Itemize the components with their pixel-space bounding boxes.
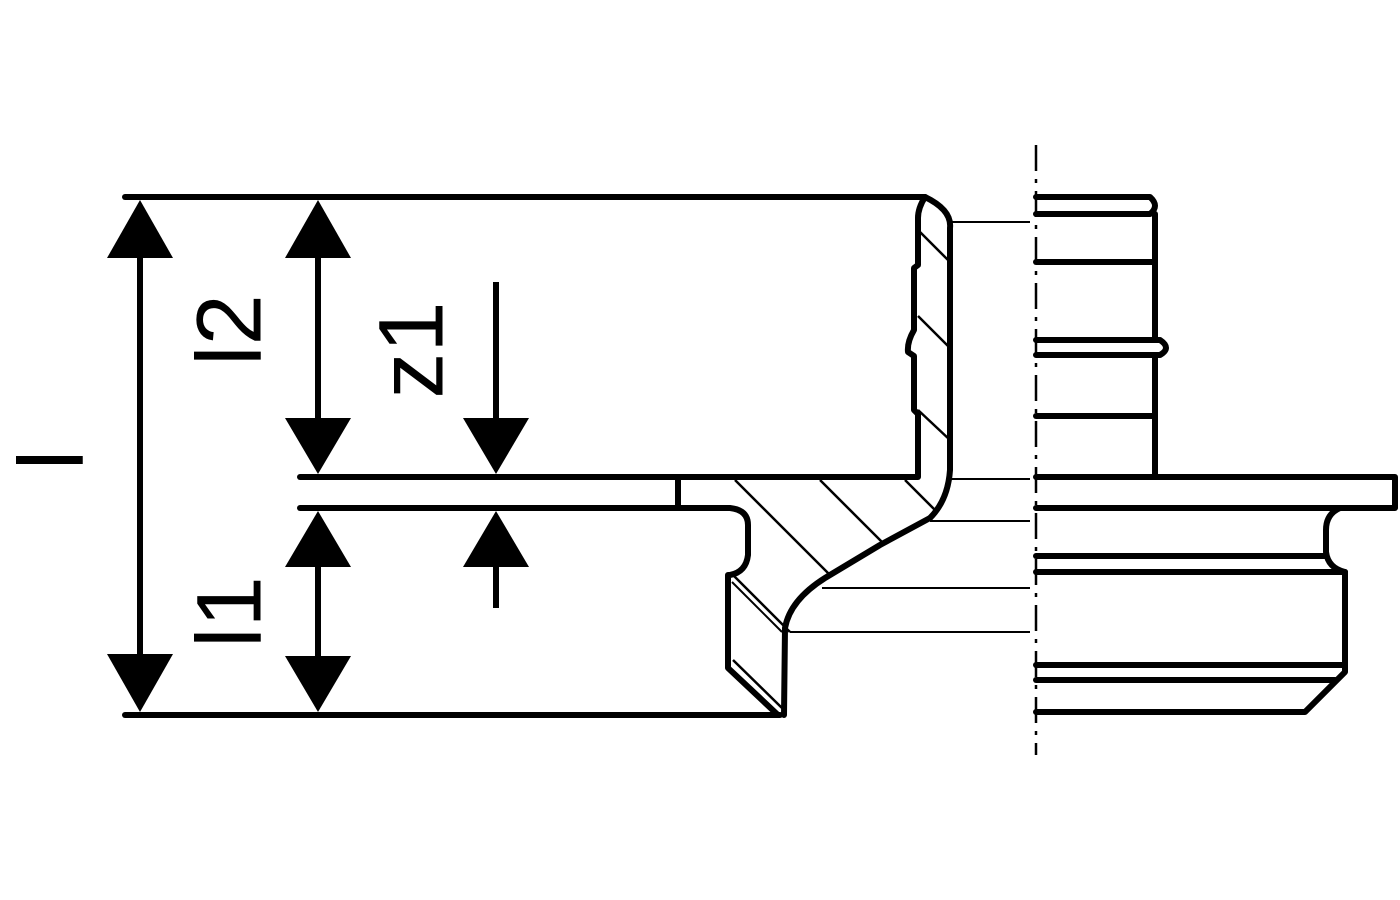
arrow-up-icon [107,200,173,258]
groove-outline [1323,505,1348,575]
label-l: l [0,450,102,470]
cone-outline [781,515,933,718]
bead-outline [1033,337,1169,358]
fitting-section [675,194,1030,718]
section-hatching [731,231,951,709]
arrow-up-icon [463,511,529,567]
upper-spigot-outline [1033,194,1158,217]
fitting-exterior-view [1033,194,1398,715]
dimension-l1 [285,511,351,712]
arrow-up-icon [285,200,351,258]
socket-wall-outline [675,194,928,480]
arrow-up-icon [285,511,351,567]
arrow-down-icon [285,656,351,712]
label-z1: z1 [360,301,462,398]
dimension-z1 [463,282,529,608]
extension-lines [122,194,928,718]
label-l1: l1 [178,576,280,648]
arrow-down-icon [463,418,529,474]
label-l2: l2 [178,294,280,366]
lower-body-outline [675,505,781,718]
flange-outline [1033,474,1398,511]
arrow-down-icon [285,418,351,474]
dimension-l2 [285,200,351,474]
arrow-down-icon [107,654,173,712]
lower-spigot-outline [1033,569,1348,715]
socket-wall-inner [922,194,954,521]
dimension-l [107,200,173,712]
